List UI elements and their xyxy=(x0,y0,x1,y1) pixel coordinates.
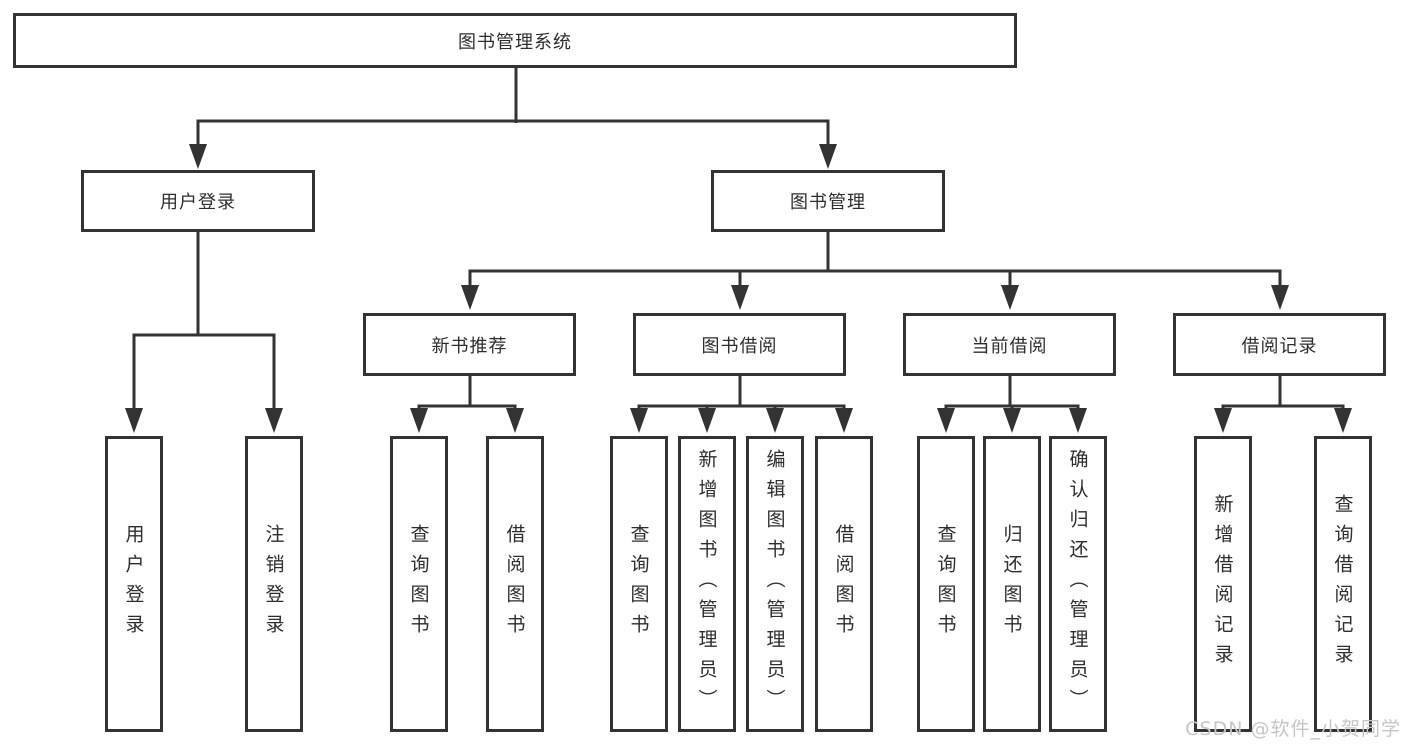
leaf-query-books: 查询图书 xyxy=(610,436,668,732)
leaf-query-borrow-record: 查询借阅记录 xyxy=(1314,436,1372,732)
leaf-add-book-admin: 新增图书（管理员） xyxy=(678,436,736,732)
node-borrowing-records: 借阅记录 xyxy=(1173,313,1386,376)
leaf-user-login: 用户登录 xyxy=(105,436,163,732)
node-user-login: 用户登录 xyxy=(81,170,315,232)
node-book-management: 图书管理 xyxy=(711,170,945,232)
node-current-borrowing: 当前借阅 xyxy=(903,313,1116,376)
leaf-return-books: 归还图书 xyxy=(983,436,1041,732)
connector-arrowhead xyxy=(506,408,524,433)
leaf-borrow-books: 借阅图书 xyxy=(486,436,544,732)
leaf-query-books: 查询图书 xyxy=(390,436,448,732)
connector-arrowhead xyxy=(819,144,837,169)
connector-arrowhead xyxy=(265,408,283,433)
connector-arrowhead xyxy=(125,408,143,433)
node-new-book-recommendation: 新书推荐 xyxy=(363,313,576,376)
node-book-borrowing: 图书借阅 xyxy=(633,313,846,376)
connector-arrowhead xyxy=(766,408,784,433)
leaf-confirm-return-admin: 确认归还（管理员） xyxy=(1049,436,1107,732)
connector-arrowhead xyxy=(698,408,716,433)
connector-arrowhead xyxy=(410,408,428,433)
connector-arrowhead xyxy=(1069,408,1087,433)
connector-arrowhead xyxy=(1001,285,1019,310)
leaf-edit-book-admin: 编辑图书（管理员） xyxy=(746,436,804,732)
connector-arrowhead xyxy=(1214,408,1232,433)
connector-arrowhead xyxy=(731,285,749,310)
connector-arrowhead xyxy=(630,408,648,433)
connector-arrowhead xyxy=(835,408,853,433)
connector-arrowhead xyxy=(1334,408,1352,433)
connector-arrowhead xyxy=(189,144,207,169)
leaf-add-borrow-record: 新增借阅记录 xyxy=(1194,436,1252,732)
connector-arrowhead xyxy=(1003,408,1021,433)
leaf-query-books: 查询图书 xyxy=(917,436,975,732)
leaf-borrow-books: 借阅图书 xyxy=(815,436,873,732)
csdn-watermark: CSDN @软件_小贺同学 xyxy=(1185,718,1401,740)
connector-arrowhead xyxy=(1271,285,1289,310)
connector-arrowhead xyxy=(937,408,955,433)
leaf-logout: 注销登录 xyxy=(245,436,303,732)
connector-arrowhead xyxy=(461,285,479,310)
node-library-system: 图书管理系统 xyxy=(13,13,1017,68)
